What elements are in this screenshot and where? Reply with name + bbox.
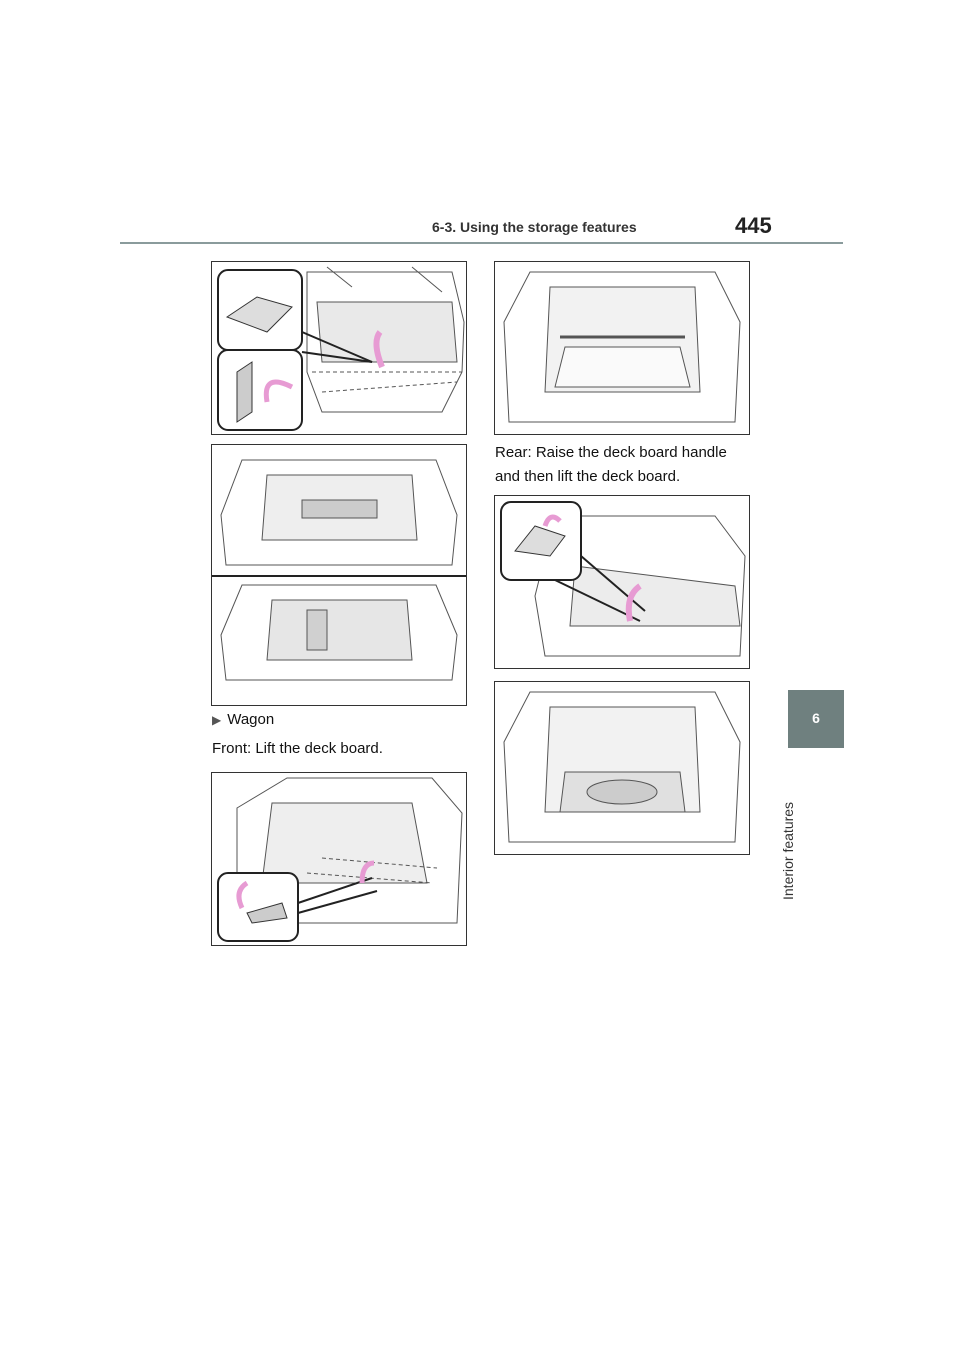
wagon-heading-label: Wagon [227,711,275,728]
figure-wagon-rear-deck-board [494,495,750,669]
chapter-number: 6 [812,710,820,726]
chapter-title: Interior features [780,801,796,900]
chapter-label: Interior features [780,770,800,900]
header-divider [120,242,843,244]
triangle-right-icon: ▶ [212,713,222,727]
figure-under-floor-storage [211,444,467,706]
figure-wagon-front-deck-board [211,772,467,946]
section-title: 6-3. Using the storage features [432,219,637,235]
chapter-tab [788,690,844,748]
front-instruction: Front: Lift the deck board. [212,740,383,757]
figure-wagon-under-floor [494,681,750,855]
page-number: 445 [735,213,772,238]
figure-deck-board-hatchback [211,261,467,435]
rear-instruction: Rear: Raise the deck board handle and th… [495,444,727,485]
wagon-heading: ▶ Wagon [212,711,274,728]
figure-wagon-luggage-area [494,261,750,435]
